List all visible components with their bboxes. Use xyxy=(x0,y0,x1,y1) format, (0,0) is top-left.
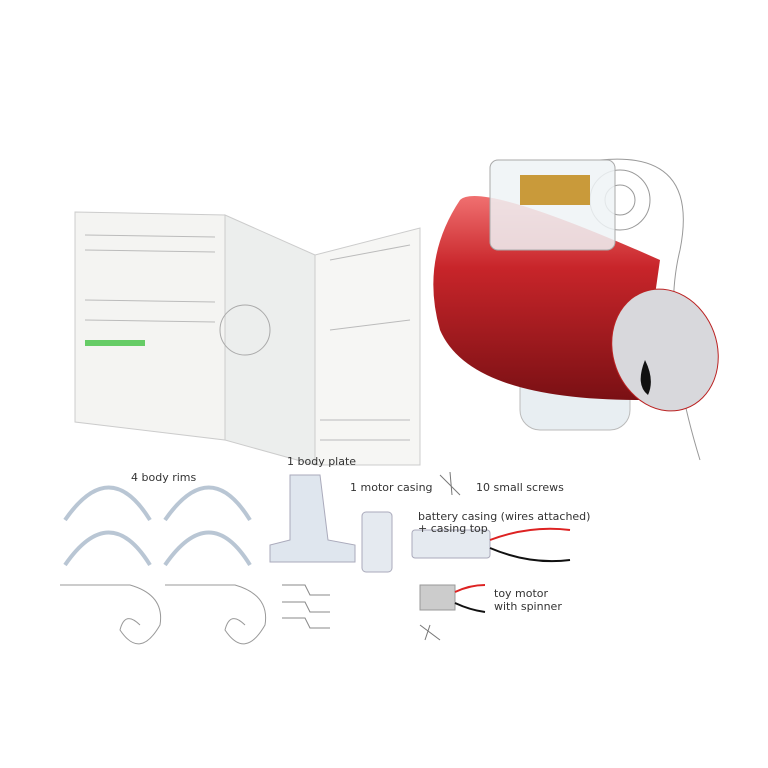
label-small-screws: 10 small screws xyxy=(476,481,564,494)
label-casing-top: + casing top xyxy=(418,522,488,535)
label-battery-casing: battery casing (wires attached) xyxy=(418,510,591,523)
label-motor-casing: 1 motor casing xyxy=(350,481,433,494)
label-body-plate: 1 body plate xyxy=(287,455,357,468)
body-plate xyxy=(269,474,356,563)
small-screws xyxy=(419,471,461,641)
toy-motor xyxy=(419,584,486,613)
body-rims xyxy=(63,485,252,567)
instruction-booklet xyxy=(74,211,421,466)
motor-casing xyxy=(361,511,393,573)
wire-legs xyxy=(282,584,330,629)
label-toy-motor: toy motor xyxy=(494,587,549,600)
battery-casing xyxy=(411,527,571,563)
spiral-wires xyxy=(60,584,267,645)
assembled-can-robot xyxy=(433,158,719,461)
label-with-spinner: with spinner xyxy=(494,600,562,613)
label-body-rims: 4 body rims xyxy=(131,471,197,484)
